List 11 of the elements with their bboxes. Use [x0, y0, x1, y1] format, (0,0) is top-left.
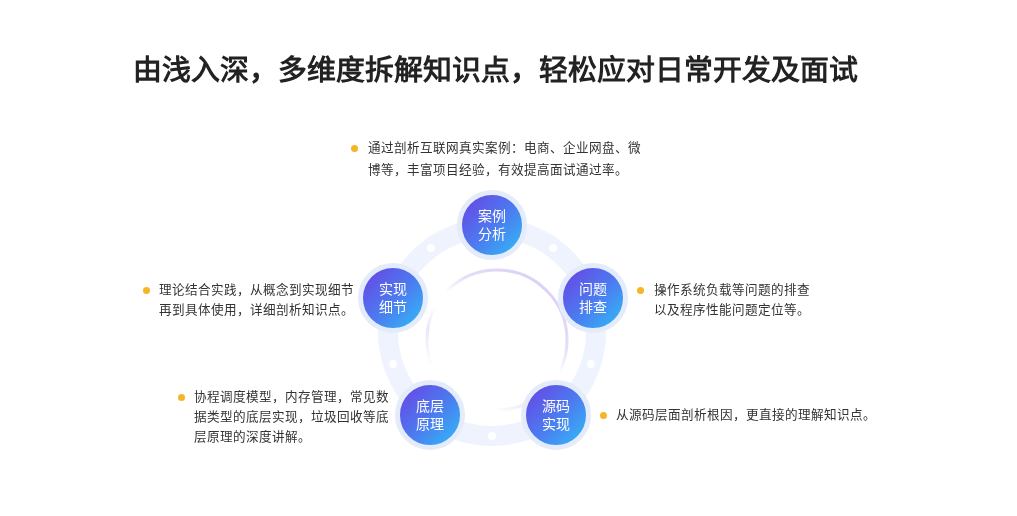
description-text: 操作系统负载等问题的排查以及程序性能问题定位等。: [654, 281, 811, 319]
description-text: 通过剖析互联网真实案例：电商、企业网盘、微博等，丰富项目经验，有效提高面试通过率。: [368, 139, 642, 179]
description-text: 理论结合实践，从概念到实现细节再到具体使用，详细剖析知识点。: [159, 281, 355, 319]
circle-label: 问题排查: [578, 280, 608, 316]
circle-label: 实现细节: [378, 280, 408, 316]
circle-label: 源码实现: [541, 397, 571, 433]
description-text: 从源码层面剖析根因，更直接的理解知识点。: [616, 406, 877, 424]
title: 由浅入深，多维度拆解知识点，轻松应对日常开发及面试: [133, 52, 858, 88]
circle-label: 案例分析: [477, 207, 507, 243]
description-text: 协程调度模型，内存管理，常见数据类型的底层实现，垃圾回收等底层原理的深度讲解。: [194, 388, 390, 446]
circle-label: 底层原理: [415, 397, 445, 433]
